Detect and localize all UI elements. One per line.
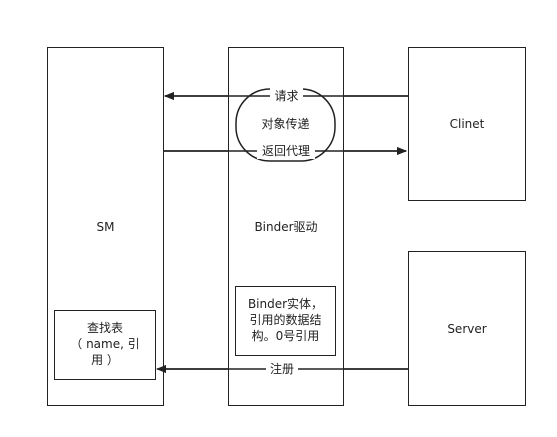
request-label: 请求 bbox=[270, 88, 303, 104]
client-node bbox=[408, 47, 526, 201]
binder-driver-label: Binder驱动 bbox=[254, 220, 318, 234]
lookup-table-line-1: 查找表 bbox=[86, 321, 123, 335]
lookup-table-line-2: （ name, 引 bbox=[70, 337, 140, 351]
server-label: Server bbox=[447, 322, 487, 336]
client-label: Clinet bbox=[449, 117, 485, 131]
lookup-table-line-3: 用 ） bbox=[91, 353, 119, 367]
sm-label: SM bbox=[96, 220, 115, 234]
register-label: 注册 bbox=[266, 361, 298, 377]
lookup-table-node bbox=[54, 310, 156, 380]
binder-entity-node bbox=[235, 286, 336, 356]
return-proxy-label: 返回代理 bbox=[257, 143, 315, 159]
binder-entity-line-1: Binder实体， bbox=[247, 297, 324, 311]
binder-entity-line-3: 构。0号引用 bbox=[251, 329, 320, 343]
object-transfer-label: 对象传递 bbox=[261, 117, 310, 131]
server-node bbox=[408, 251, 526, 406]
binder-entity-line-2: 引用的数据结 bbox=[249, 313, 322, 327]
